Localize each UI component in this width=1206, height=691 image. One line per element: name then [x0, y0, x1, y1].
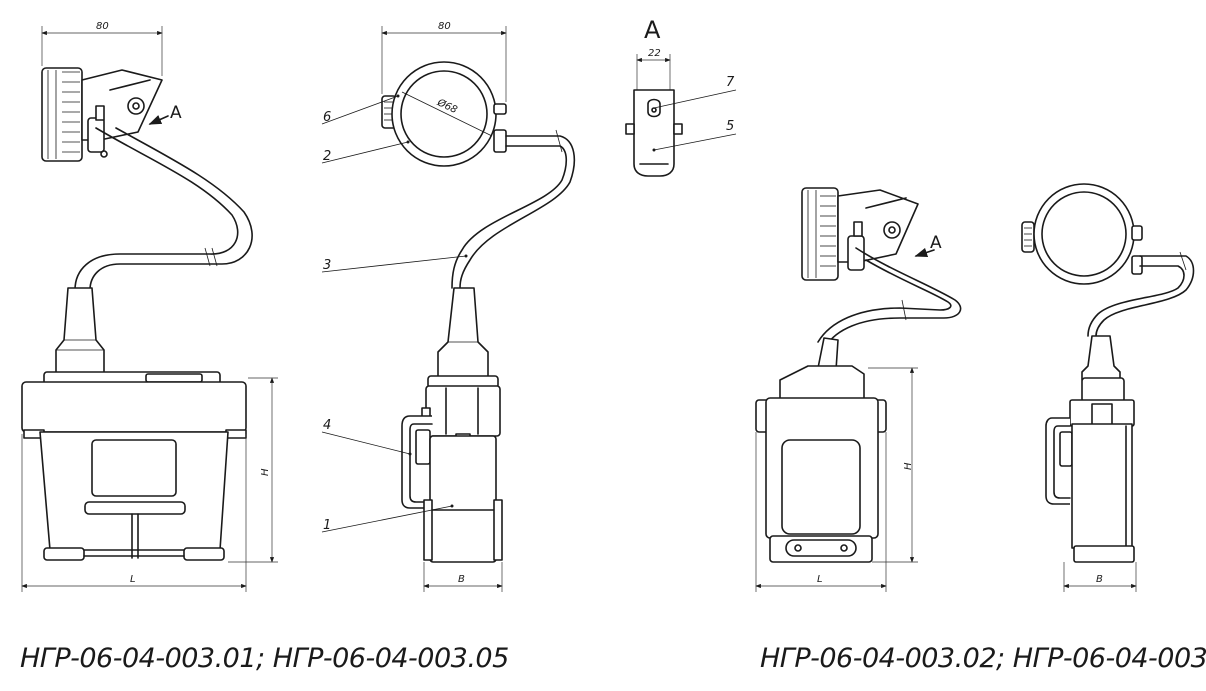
- arrow-a-right: A: [914, 233, 942, 258]
- arrow-a-left: A: [148, 103, 182, 125]
- leader-1: 1: [321, 504, 454, 533]
- dimension-l-left: L: [21, 434, 247, 592]
- arrow-a-right-label: A: [930, 233, 942, 253]
- leader-3: 3: [321, 254, 468, 273]
- caption-left: НГР-06-04-003.01; НГР-06-04-003.05: [20, 643, 509, 674]
- leader-3-label: 3: [323, 258, 331, 273]
- cable-front: [74, 127, 239, 291]
- leader-6: 6: [321, 94, 400, 125]
- dimension-l-left-label: L: [130, 574, 136, 585]
- dimension-b-right: B: [1063, 562, 1137, 592]
- cable-side: [459, 135, 576, 289]
- dimension-22: 22: [636, 48, 671, 90]
- dimension-b-left: B: [423, 562, 503, 592]
- leader-2-label: 2: [323, 149, 331, 164]
- dimension-b-right-label: B: [1096, 574, 1103, 585]
- view-a-title: A: [644, 16, 661, 44]
- dimension-80-side-label: 80: [438, 21, 451, 32]
- battery-front: [21, 371, 247, 561]
- leader-5: 5: [652, 119, 737, 152]
- dimension-80-front-label: 80: [96, 21, 109, 32]
- lamp-front-view: A 80: [21, 21, 278, 592]
- headlamp-front-2: [801, 187, 919, 281]
- caption-right: НГР-06-04-003.02; НГР-06-04-003.03: [760, 643, 1206, 674]
- cable-front-2: [825, 247, 962, 347]
- dimension-b-left-label: B: [458, 574, 465, 585]
- dimension-h-right: H: [868, 367, 918, 563]
- leader-6-label: 6: [323, 110, 331, 125]
- dimension-h-left: H: [228, 377, 278, 563]
- dimension-l-right-label: L: [817, 574, 823, 585]
- lamp-side-view-2: B: [1021, 183, 1195, 592]
- dimension-h-left-label: H: [260, 468, 271, 476]
- leader-2: 2: [321, 140, 410, 164]
- lamp-side-view: Ø68 80: [321, 21, 576, 592]
- headlamp-front: [41, 67, 163, 162]
- cable-side-2: [1095, 255, 1195, 337]
- battery-front-2: [755, 365, 887, 563]
- leader-1-label: 1: [323, 518, 331, 533]
- lamp-front-view-2: A H L: [755, 187, 962, 592]
- headlamp-side: Ø68: [381, 61, 507, 167]
- leader-7: 7: [653, 75, 737, 109]
- leader-4-label: 4: [323, 418, 331, 433]
- leader-7-label: 7: [726, 75, 735, 90]
- leader-5-label: 5: [726, 119, 734, 134]
- view-a: A 22 7 5: [625, 16, 737, 177]
- leader-4: 4: [321, 418, 412, 456]
- dimension-l-right: L: [755, 432, 887, 592]
- dimension-22-label: 22: [648, 48, 661, 59]
- dimension-80-front: 80: [41, 21, 163, 76]
- dimension-h-right-label: H: [903, 462, 914, 470]
- arrow-a-left-label: A: [170, 103, 182, 123]
- dimension-80-side: 80: [381, 21, 507, 102]
